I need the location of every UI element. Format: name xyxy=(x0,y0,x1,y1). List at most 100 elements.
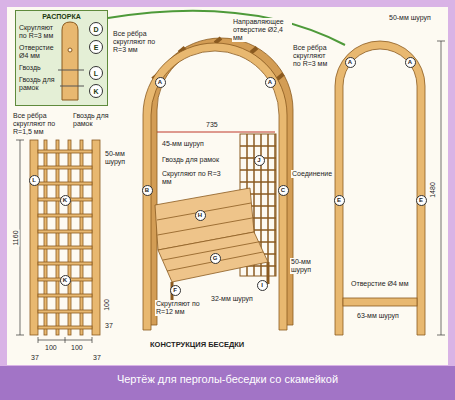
callout-letter: A xyxy=(405,57,416,68)
lattice-slat xyxy=(38,214,92,217)
note-label: 100 xyxy=(44,344,58,352)
front-arch xyxy=(143,43,287,330)
node-text: E xyxy=(94,42,99,52)
callout-letter: J xyxy=(254,155,265,166)
lattice-slat xyxy=(38,150,92,153)
lattice-slat xyxy=(240,145,276,147)
node-text: A xyxy=(268,79,272,86)
note-label: Скругляют по R=3 мм xyxy=(18,24,60,40)
note-label: Все рёбра скругляют по R=1,5 мм xyxy=(12,112,70,136)
note-label: 50-мм шуруп xyxy=(104,150,142,166)
node-text: L xyxy=(94,68,98,78)
callout-letter: A xyxy=(155,77,166,88)
dimension-lines xyxy=(16,41,445,343)
note-label: 100 xyxy=(70,344,84,352)
node-text: A xyxy=(158,79,162,86)
note-label: Гвоздь xyxy=(18,64,42,72)
node-text: F xyxy=(173,287,177,294)
node-text: G xyxy=(213,255,218,262)
note-label: 735 xyxy=(205,121,219,129)
drawing-title: КОНСТРУКЦИЯ БЕСЕДКИ xyxy=(150,340,244,349)
node-text: B xyxy=(145,187,149,194)
lattice-slat xyxy=(38,326,92,329)
dimension-text: 100 xyxy=(103,298,111,312)
tie-beam xyxy=(343,298,417,306)
callout-letter: A xyxy=(265,77,276,88)
note-label: 50-мм шуруп xyxy=(290,258,332,274)
node-text: H xyxy=(198,212,202,219)
caption-band xyxy=(0,366,455,400)
note-label: Отверстие Ø4 мм xyxy=(350,280,414,288)
note-label: Все рёбра скругляют по R=3 мм xyxy=(292,44,336,68)
spacer-part xyxy=(58,22,84,100)
node-text: E xyxy=(419,197,423,204)
note-label: Соединение xyxy=(291,170,333,178)
note-label: Скругляют по R=3 мм xyxy=(161,170,233,186)
lattice-slat xyxy=(38,262,92,265)
note-label: Гвоздь для рамок xyxy=(18,76,60,92)
note-label: Направляющее отверстие Ø2,4 мм xyxy=(232,18,292,42)
callout-letter: D xyxy=(89,22,103,36)
lattice-slat xyxy=(38,166,92,169)
lattice-slat xyxy=(38,246,92,249)
node-text: K xyxy=(93,86,98,96)
node-text: I xyxy=(261,282,263,289)
lattice-slat xyxy=(38,310,92,313)
note-label: Все рёбра скругляют по R=3 мм xyxy=(112,30,169,54)
note-label: Гвоздь для рамок xyxy=(72,112,114,128)
note-label: 37 xyxy=(92,354,102,362)
lattice-slat xyxy=(38,230,92,233)
bench xyxy=(155,188,268,302)
callout-letter: K xyxy=(60,275,71,286)
node-text: L xyxy=(32,177,36,184)
node-text: РАСПОРКА xyxy=(16,11,107,21)
lattice-slat xyxy=(240,169,276,171)
note-label: Скругляют по R=12 мм xyxy=(155,300,207,316)
node-text: K xyxy=(63,277,67,284)
note-label: 32-мм шуруп xyxy=(210,295,254,303)
callout-letter: K xyxy=(60,195,71,206)
note-label: 50-мм шуруп xyxy=(388,14,432,22)
callout-letter: C xyxy=(278,185,289,196)
node-text: D xyxy=(93,24,98,34)
note-label: Гвоздь для рамок xyxy=(161,156,220,164)
callout-letter: K xyxy=(89,84,103,98)
back-arch xyxy=(149,38,293,325)
callout-letter: F xyxy=(170,285,181,296)
node-text: J xyxy=(257,157,260,164)
callout-letter: E xyxy=(89,40,103,54)
callout-letter: I xyxy=(257,280,268,291)
note-label: 45-мм шуруп xyxy=(161,140,205,148)
callout-letter: B xyxy=(142,185,153,196)
inset-ground xyxy=(15,10,108,106)
callout-letter: H xyxy=(195,210,206,221)
callout-letter: L xyxy=(89,66,103,80)
callout-letter: E xyxy=(416,195,427,206)
paper xyxy=(7,7,448,365)
note-label: 37 xyxy=(30,354,40,362)
node-text: C xyxy=(281,187,285,194)
lattice-slat xyxy=(240,181,276,183)
node-text: A xyxy=(408,59,412,66)
node-text: K xyxy=(63,197,67,204)
detail-box: РАСПОРКА DE LK xyxy=(15,10,108,106)
node-text: A xyxy=(348,59,352,66)
callout-letter: G xyxy=(210,253,221,264)
callout-letter: A xyxy=(345,57,356,68)
caption: Чертёж для перголы-беседки со скамейкой xyxy=(0,372,455,386)
node-text: E xyxy=(337,197,341,204)
note-label: 37 xyxy=(104,322,114,330)
dimension-text: 1160 xyxy=(12,229,20,246)
callout-letter: E xyxy=(334,195,345,206)
note-label: 63-мм шуруп xyxy=(356,312,400,320)
left-lattice-panel xyxy=(30,140,100,335)
note-label: Отверстие Ø4 мм xyxy=(18,44,60,60)
lattice-slat xyxy=(38,182,92,185)
dimension-text: 1480 xyxy=(429,181,437,199)
lattice-slat xyxy=(38,294,92,297)
side-arch xyxy=(335,41,425,335)
callout-letter: L xyxy=(29,175,40,186)
